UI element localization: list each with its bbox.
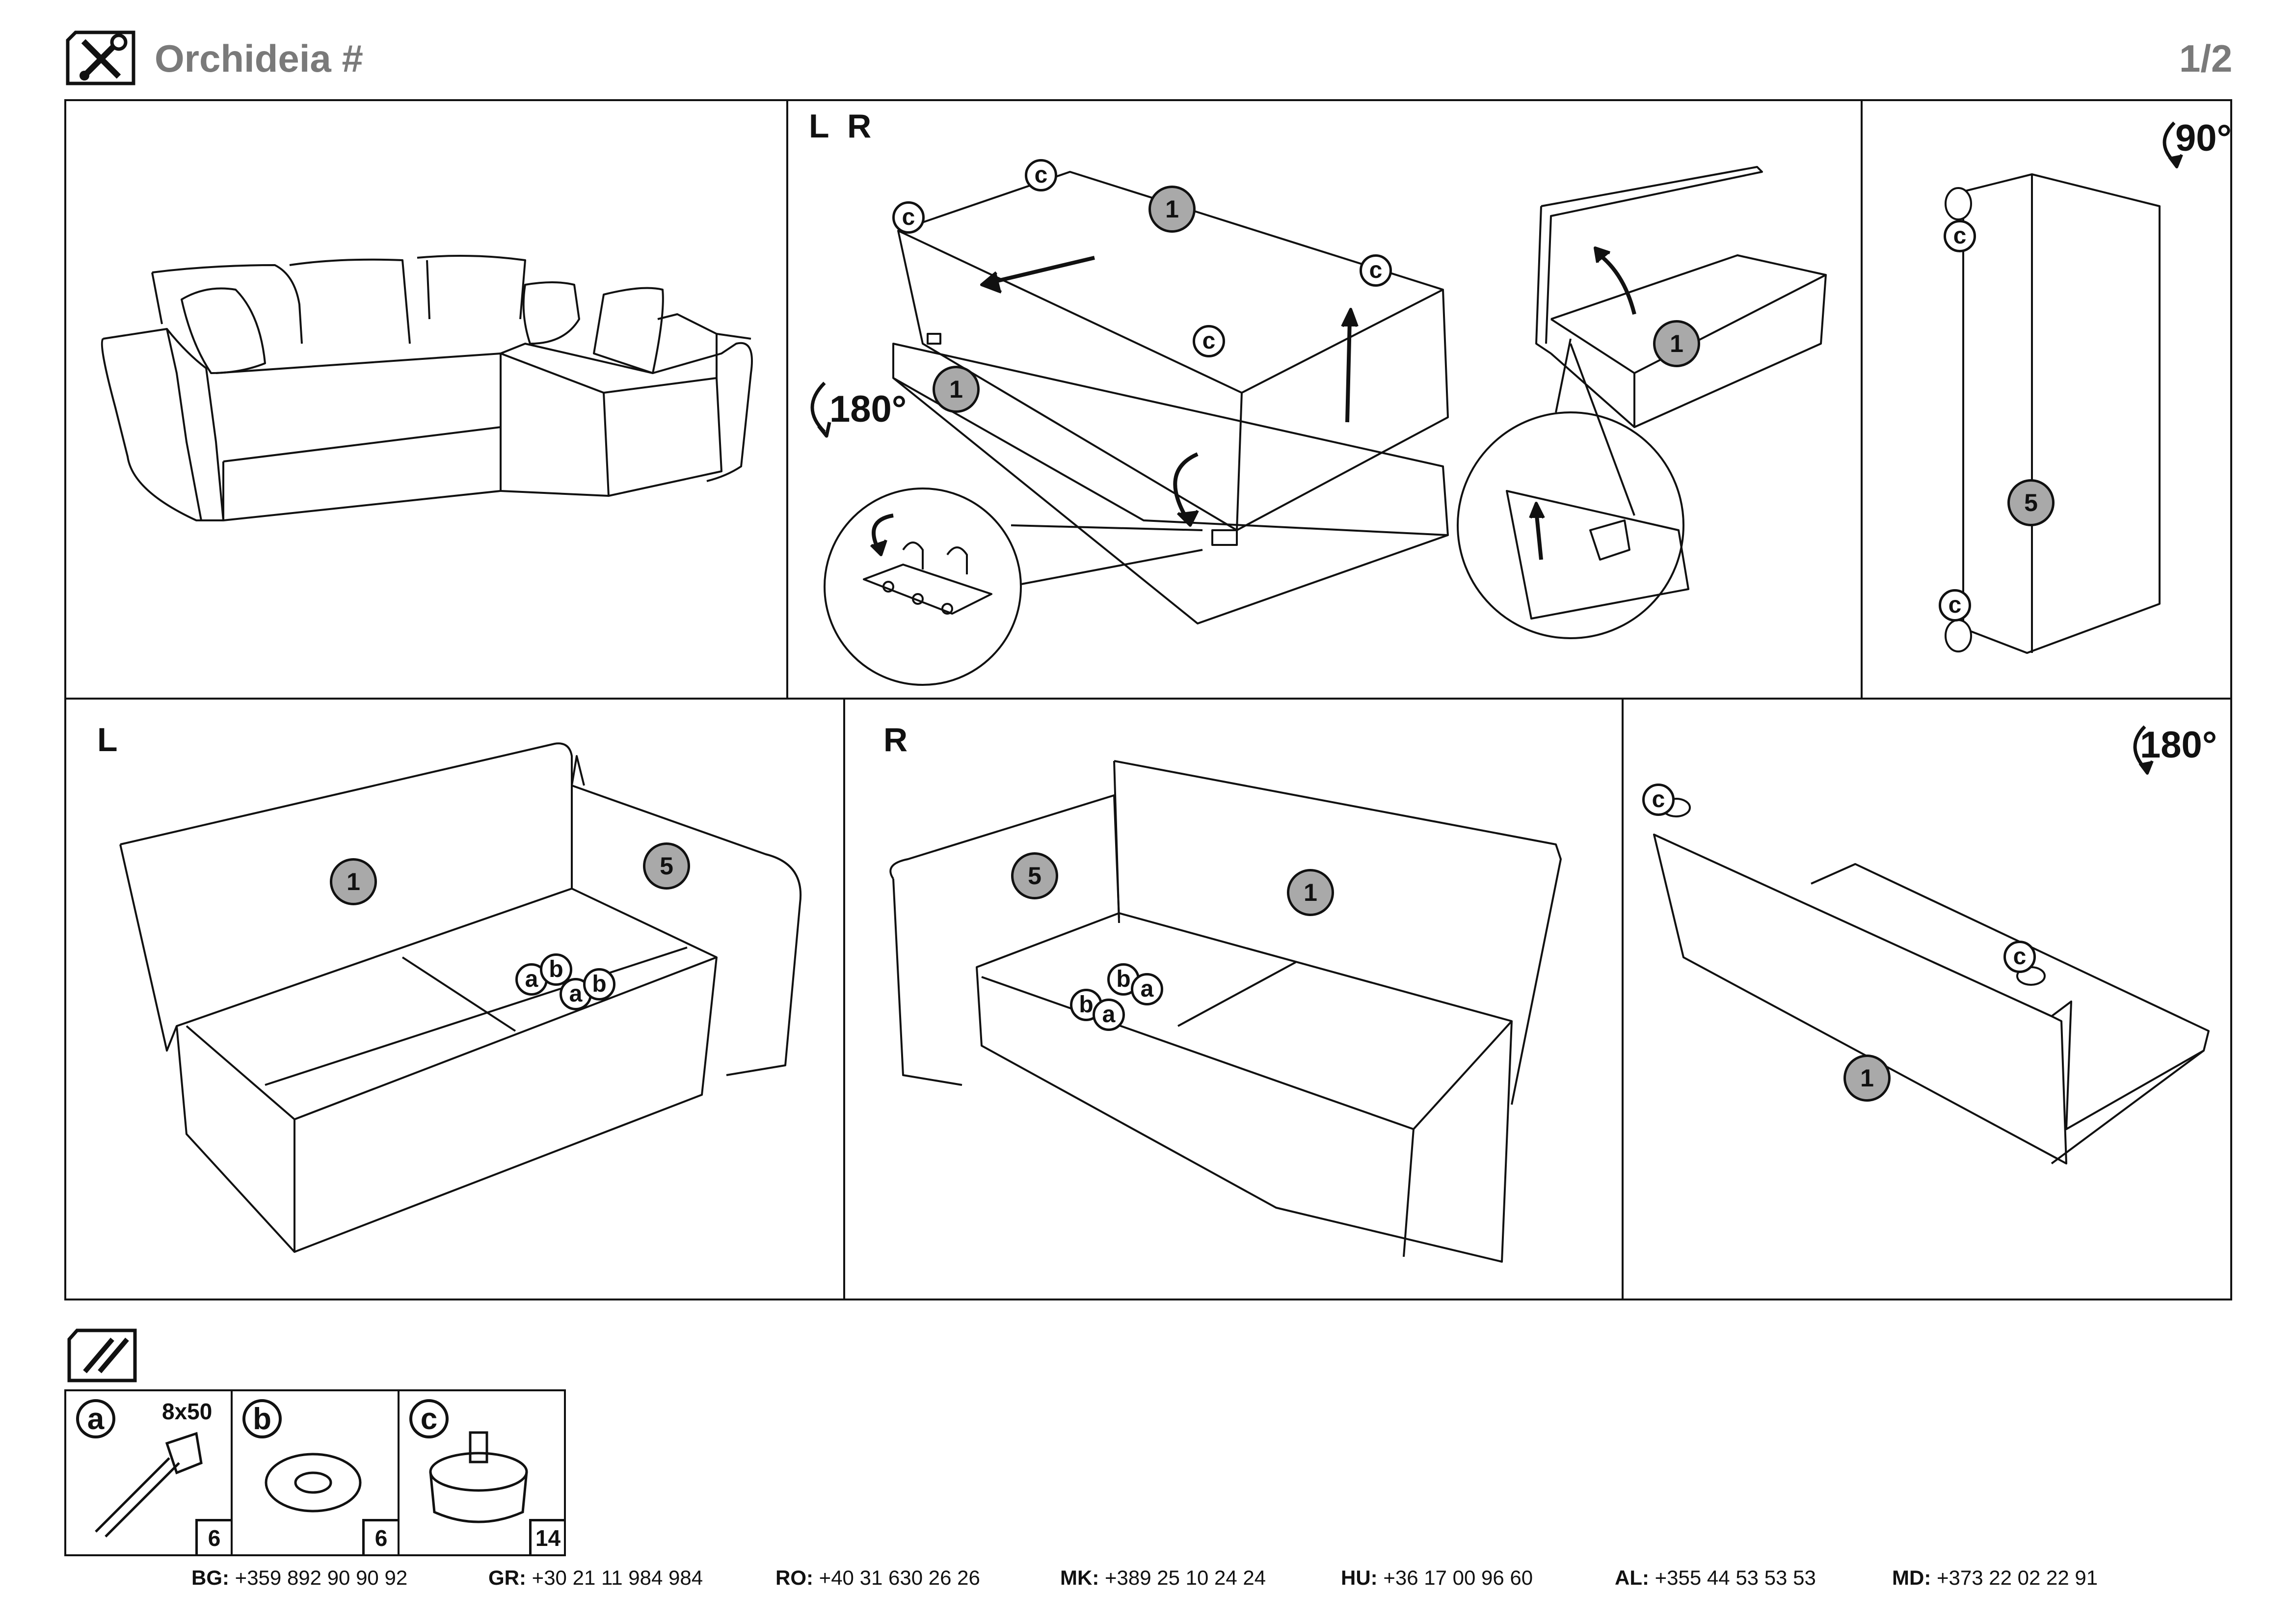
part-badge-armrest: 5	[643, 842, 690, 890]
hardware-letter-a: a	[76, 1399, 115, 1438]
contact-hu: HU: +36 17 00 96 60	[1341, 1566, 1533, 1590]
contact-phone: +355 44 53 53 53	[1655, 1566, 1816, 1589]
document-title: Orchideia #	[155, 37, 363, 80]
contact-al: AL: +355 44 53 53 53	[1615, 1566, 1816, 1590]
panel-label-l: L	[97, 721, 118, 758]
contact-ro: RO: +40 31 630 26 26	[775, 1566, 980, 1590]
page-number: 1/2	[2179, 37, 2233, 80]
contact-country: GR:	[488, 1566, 526, 1589]
hardware-badge-c: c	[2003, 941, 2036, 973]
part-badge-armrest: 5	[1011, 852, 1058, 899]
tools-icon	[64, 30, 137, 85]
hardware-badge-c: c	[1642, 784, 1675, 816]
bolt-size-label: 8x50	[162, 1399, 213, 1424]
hardware-badge-c: c	[1025, 159, 1057, 191]
bolt-quantity: 6	[195, 1519, 231, 1554]
wrench-screwdriver-icon	[66, 30, 135, 85]
contact-country: MD:	[1892, 1566, 1931, 1589]
contact-country: BG:	[191, 1566, 229, 1589]
part-badge-seat: 1	[1653, 320, 1700, 367]
part-badge-seat: 1	[1843, 1055, 1891, 1102]
contact-bg: BG: +359 892 90 90 92	[191, 1566, 407, 1590]
contact-phone: +359 892 90 90 92	[235, 1566, 408, 1589]
part-badge-armrest: 5	[2007, 479, 2055, 526]
hardware-badge-a: a	[1131, 973, 1163, 1005]
contact-md: MD: +373 22 02 22 91	[1892, 1566, 2098, 1590]
rotation-label-180: 180°	[829, 388, 907, 430]
panel-label-r: R	[883, 721, 908, 758]
rotation-label-90: 90°	[2175, 117, 2232, 159]
part-badge-seat: 1	[330, 858, 377, 905]
contact-phone: +36 17 00 96 60	[1383, 1566, 1533, 1589]
hardware-badge-b: b	[540, 953, 572, 986]
rotation-label-180: 180°	[2140, 724, 2217, 766]
part-badge-seat: 1	[1148, 186, 1196, 233]
hardware-badge-b: b	[583, 968, 615, 1001]
contact-country: AL:	[1615, 1566, 1649, 1589]
part-badge-seat: 1	[933, 366, 980, 413]
contact-country: HU:	[1341, 1566, 1378, 1589]
hardware-badge-c: c	[1360, 254, 1392, 287]
contact-phone: +373 22 02 22 91	[1936, 1566, 2098, 1589]
contact-country: MK:	[1060, 1566, 1099, 1589]
hardware-letter-b: b	[242, 1399, 282, 1438]
contact-country: RO:	[775, 1566, 813, 1589]
part-badge-seat: 1	[1287, 869, 1334, 916]
contact-phone: +40 31 630 26 26	[819, 1566, 980, 1589]
washer-quantity: 6	[362, 1519, 398, 1554]
contact-phone: +389 25 10 24 24	[1104, 1566, 1266, 1589]
hardware-badge-a: a	[1093, 999, 1125, 1031]
foot-quantity: 14	[529, 1519, 564, 1554]
hardware-badge-c: c	[1944, 220, 1976, 252]
hardware-badge-c: c	[892, 201, 925, 234]
hardware-badge-c: c	[1939, 589, 1971, 622]
contact-phone: +30 21 11 984 984	[532, 1566, 703, 1589]
contact-gr: GR: +30 21 11 984 984	[488, 1566, 703, 1590]
panel-label-lr: L R	[809, 108, 872, 145]
hardware-letter-c: c	[409, 1399, 449, 1438]
screws-icon	[65, 1328, 139, 1382]
hardware-badge-c: c	[1193, 325, 1225, 357]
contact-mk: MK: +389 25 10 24 24	[1060, 1566, 1266, 1590]
